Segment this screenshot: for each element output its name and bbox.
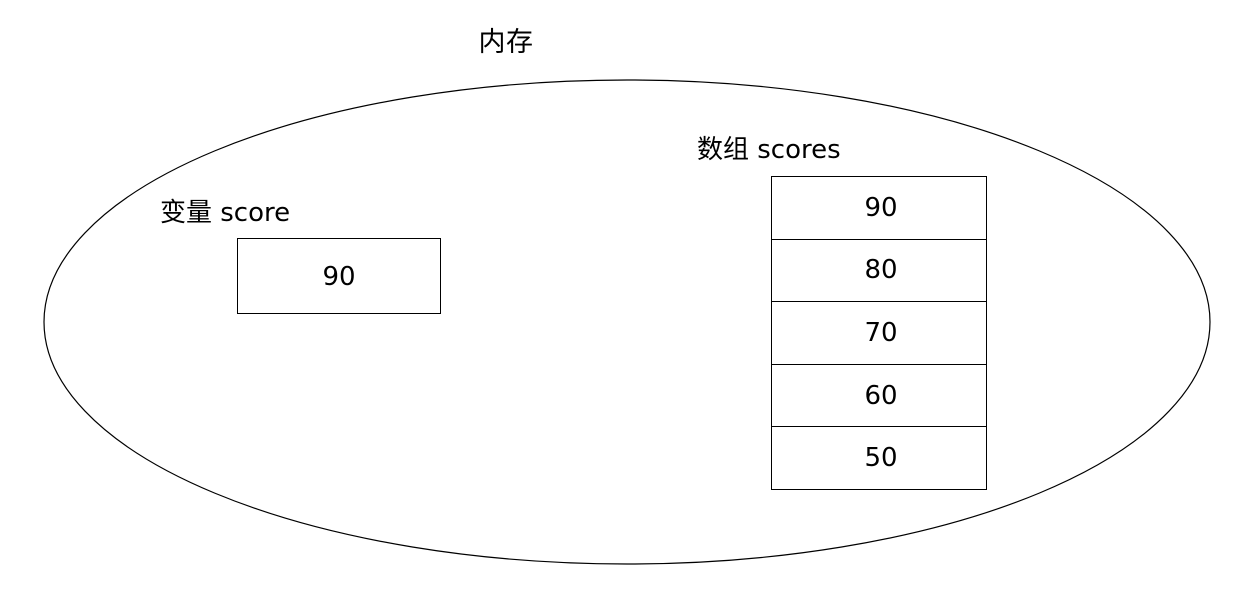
array-cell-value: 50 [864,443,898,474]
array-cell: 90 [772,177,986,240]
ellipse-outline [43,79,1211,565]
variable-box [237,238,441,314]
array-cell-value: 70 [864,317,898,348]
array-label: 数组 scores [697,135,841,165]
array-table: 90 80 70 60 50 [771,176,987,490]
array-cell-value: 60 [864,380,898,411]
variable-value: 90 [322,262,356,292]
variable-label: 变量 score [160,198,291,228]
array-cell: 50 [772,427,986,489]
array-cell: 70 [772,302,986,365]
page-title: 内存 [478,27,534,58]
array-cell-value: 80 [864,255,898,286]
array-cell: 60 [772,365,986,428]
array-cell-value: 90 [864,192,898,223]
array-cell: 80 [772,240,986,303]
